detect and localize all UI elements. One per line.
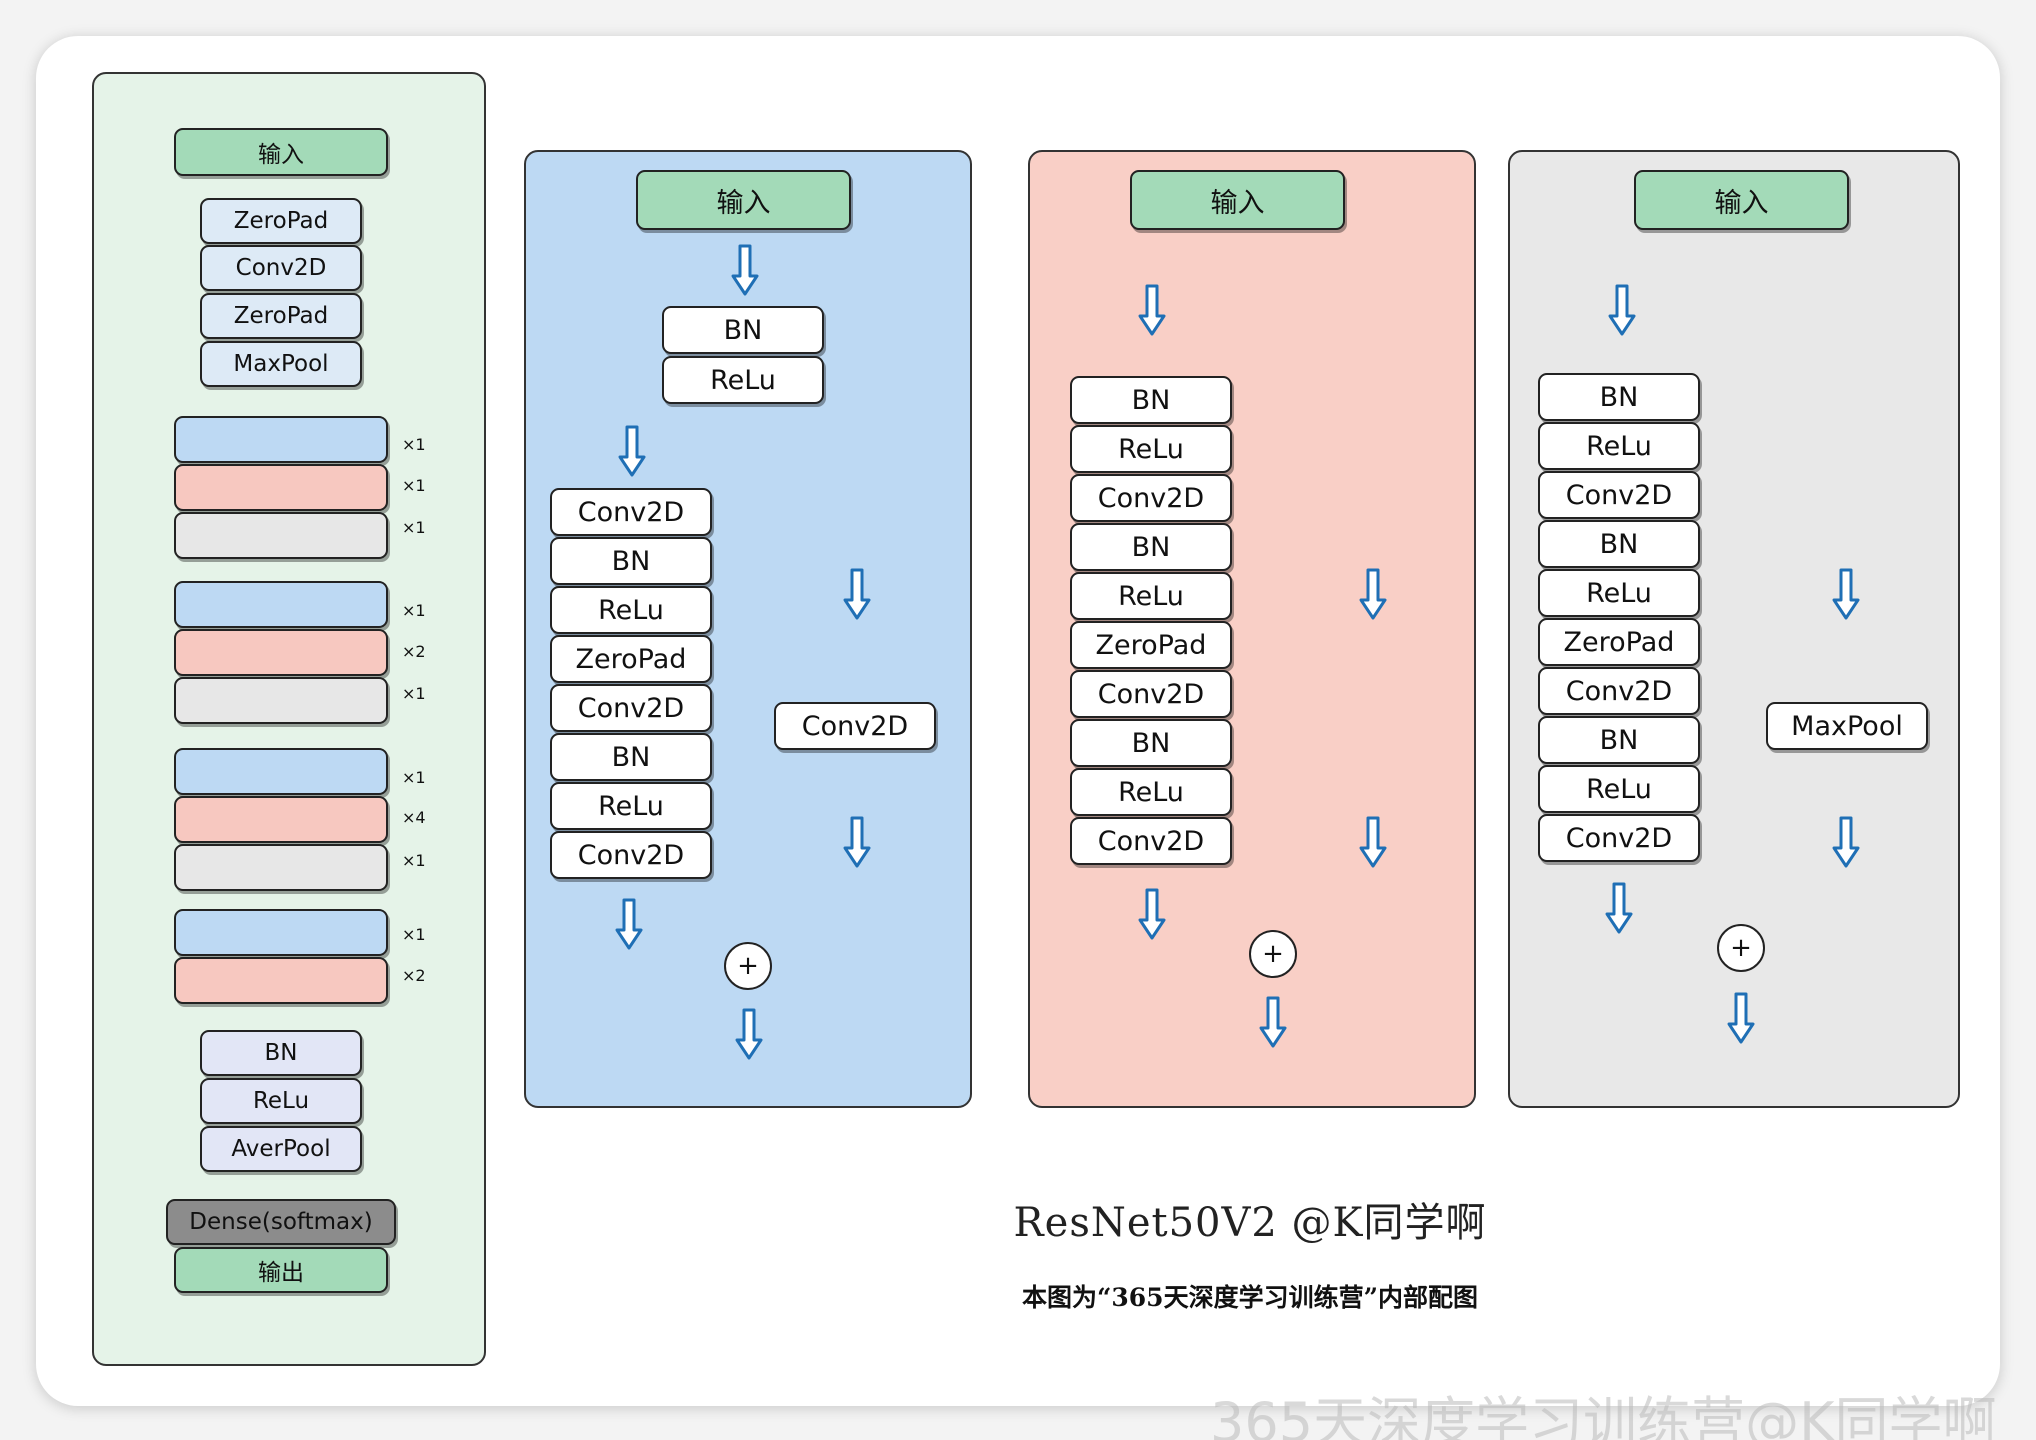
- blue-main-relu-2: ReLu: [550, 782, 712, 830]
- gray-main-bn-3: BN: [1538, 716, 1700, 764]
- pink-main-conv2d-1: Conv2D: [1070, 474, 1232, 522]
- blue-main-relu-1: ReLu: [550, 586, 712, 634]
- gray-add-node: +: [1717, 924, 1765, 972]
- stage1-pink-multiplier: ×1: [402, 476, 426, 495]
- gray-input: 输入: [1634, 170, 1849, 230]
- blue-main-conv2d-1: Conv2D: [550, 488, 712, 536]
- gray-main-conv2d-3: Conv2D: [1538, 814, 1700, 862]
- gray-main-relu-2: ReLu: [1538, 569, 1700, 617]
- blue-shortcut-conv2d: Conv2D: [774, 702, 936, 750]
- stage1-blue-multiplier: ×1: [402, 435, 426, 454]
- blue-arrow-2: [618, 425, 646, 477]
- gray-arrow-out: [1727, 992, 1755, 1044]
- gray-main-relu-3: ReLu: [1538, 765, 1700, 813]
- stage2-blue-block: [174, 581, 388, 628]
- blue-pre-relu: ReLu: [662, 356, 824, 404]
- pink-main-bn-1: BN: [1070, 376, 1232, 424]
- pink-add-node: +: [1249, 930, 1297, 978]
- overview-stem-maxpool: MaxPool: [200, 341, 362, 387]
- pink-main-bn-3: BN: [1070, 719, 1232, 767]
- overview-stem-zeropad-1: ZeroPad: [200, 198, 362, 244]
- stage3-blue-block: [174, 748, 388, 795]
- blue-input: 输入: [636, 170, 851, 230]
- pink-arrow-1: [1138, 284, 1166, 336]
- blue-arrow-out: [735, 1008, 763, 1060]
- stage3-gray-multiplier: ×1: [402, 851, 426, 870]
- blue-main-zeropad: ZeroPad: [550, 635, 712, 683]
- diagram-canvas: 输入 ZeroPad Conv2D ZeroPad MaxPool ×1 ×1 …: [36, 36, 2000, 1406]
- stage1-pink-block: [174, 464, 388, 511]
- gray-arrow-1: [1608, 284, 1636, 336]
- blue-arrow-shortcut-2: [843, 816, 871, 868]
- diagram-title: ResNet50V2 @K同学啊: [1013, 1200, 1487, 1246]
- stage3-gray-block: [174, 844, 388, 891]
- blue-arrow-main-out: [615, 898, 643, 950]
- overview-dense: Dense(softmax): [166, 1199, 396, 1245]
- gray-main-bn-2: BN: [1538, 520, 1700, 568]
- overview-head-relu: ReLu: [200, 1078, 362, 1124]
- gray-shortcut-maxpool: MaxPool: [1766, 702, 1928, 750]
- blue-add-node: +: [724, 942, 772, 990]
- blue-arrow-shortcut-1: [843, 568, 871, 620]
- watermark-text: 365天深度学习训练营@K同学啊: [1210, 1391, 1997, 1440]
- stage2-blue-multiplier: ×1: [402, 601, 426, 620]
- overview-input: 输入: [174, 128, 388, 176]
- blue-main-conv2d-2: Conv2D: [550, 684, 712, 732]
- stage2-pink-multiplier: ×2: [402, 642, 426, 661]
- stage1-gray-block: [174, 512, 388, 559]
- overview-stem-zeropad-2: ZeroPad: [200, 293, 362, 339]
- stage1-gray-multiplier: ×1: [402, 518, 426, 537]
- blue-main-conv2d-3: Conv2D: [550, 831, 712, 879]
- stage4-blue-block: [174, 909, 388, 956]
- gray-main-conv2d-1: Conv2D: [1538, 471, 1700, 519]
- pink-main-conv2d-3: Conv2D: [1070, 817, 1232, 865]
- gray-arrow-shortcut-2: [1832, 816, 1860, 868]
- blue-arrow-1: [731, 244, 759, 296]
- diagram-subtitle: 本图为“365天深度学习训练营”内部配图: [1022, 1283, 1478, 1312]
- pink-input: 输入: [1130, 170, 1345, 230]
- pink-arrow-out: [1259, 996, 1287, 1048]
- gray-main-relu-1: ReLu: [1538, 422, 1700, 470]
- stage2-gray-block: [174, 677, 388, 724]
- stage4-blue-multiplier: ×1: [402, 925, 426, 944]
- pink-arrow-main-out: [1138, 888, 1166, 940]
- stage2-pink-block: [174, 629, 388, 676]
- pink-main-relu-3: ReLu: [1070, 768, 1232, 816]
- pink-main-bn-2: BN: [1070, 523, 1232, 571]
- overview-head-bn: BN: [200, 1030, 362, 1076]
- stage1-blue-block: [174, 416, 388, 463]
- stage2-gray-multiplier: ×1: [402, 684, 426, 703]
- blue-main-bn-2: BN: [550, 733, 712, 781]
- gray-main-conv2d-2: Conv2D: [1538, 667, 1700, 715]
- overview-output: 输出: [174, 1247, 388, 1293]
- gray-main-zeropad: ZeroPad: [1538, 618, 1700, 666]
- blue-main-bn-1: BN: [550, 537, 712, 585]
- overview-head-averpool: AverPool: [200, 1126, 362, 1172]
- pink-main-conv2d-2: Conv2D: [1070, 670, 1232, 718]
- stage4-pink-multiplier: ×2: [402, 966, 426, 985]
- pink-arrow-shortcut-2: [1359, 816, 1387, 868]
- pink-arrow-shortcut-1: [1359, 568, 1387, 620]
- blue-pre-bn: BN: [662, 306, 824, 354]
- overview-stem-conv2d: Conv2D: [200, 245, 362, 291]
- gray-arrow-main-out: [1605, 882, 1633, 934]
- gray-arrow-shortcut-1: [1832, 568, 1860, 620]
- pink-main-zeropad: ZeroPad: [1070, 621, 1232, 669]
- pink-main-relu-1: ReLu: [1070, 425, 1232, 473]
- stage3-pink-multiplier: ×4: [402, 808, 426, 827]
- pink-main-relu-2: ReLu: [1070, 572, 1232, 620]
- gray-main-bn-1: BN: [1538, 373, 1700, 421]
- stage4-pink-block: [174, 957, 388, 1004]
- stage3-blue-multiplier: ×1: [402, 768, 426, 787]
- stage3-pink-block: [174, 796, 388, 843]
